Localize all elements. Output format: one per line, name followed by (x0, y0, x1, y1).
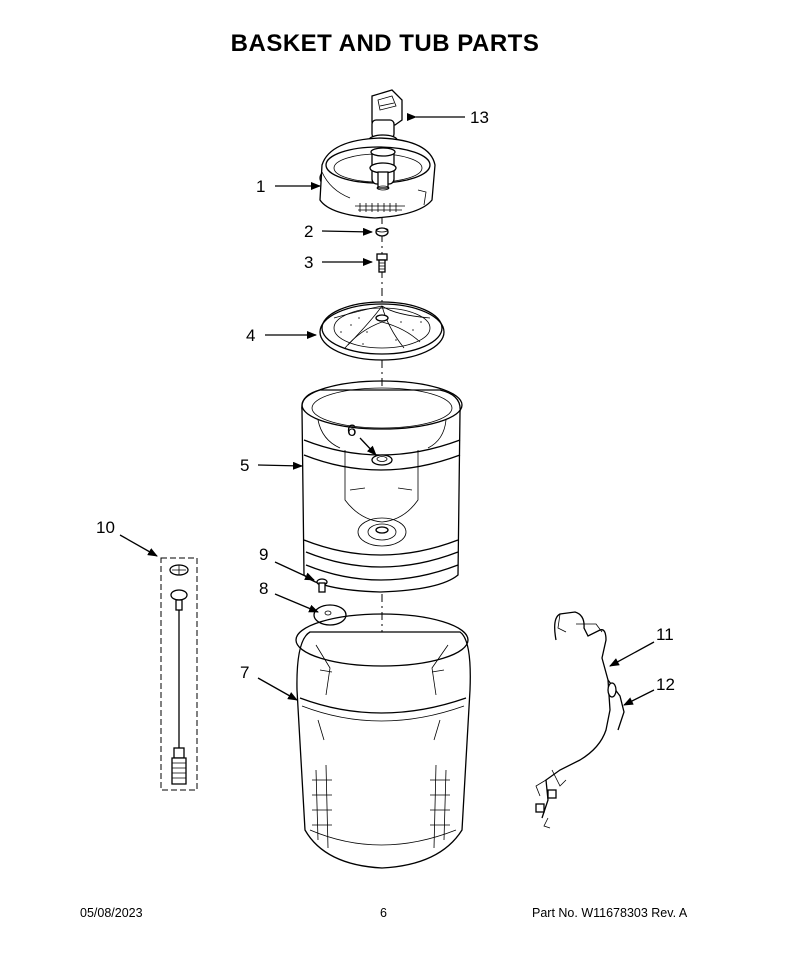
callout-8: 8 (259, 579, 268, 598)
part-1-balance-ring (319, 137, 436, 219)
callout-13: 13 (470, 108, 489, 127)
part-10-suspension-rod (160, 557, 198, 791)
callout-7: 7 (240, 663, 249, 682)
callout-11: 11 (656, 625, 674, 644)
footer-page-number: 6 (380, 906, 387, 920)
part-4-impeller (319, 301, 445, 361)
footer-part-number: Part No. W11678303 Rev. A (532, 906, 688, 920)
callout-6: 6 (347, 421, 356, 440)
callout-5: 5 (240, 456, 249, 475)
part-5-basket (301, 380, 463, 593)
page-title: BASKET AND TUB PARTS (230, 30, 540, 57)
callout-4: 4 (246, 326, 255, 345)
part-2-cap (375, 227, 389, 237)
callout-12: 12 (656, 675, 675, 694)
part-9-screw (316, 578, 328, 593)
callout-9: 9 (259, 545, 268, 564)
part-8-bracket (313, 604, 347, 626)
callout-1: 1 (256, 177, 265, 196)
part-7-outer-tub (295, 613, 471, 869)
footer-date: 05/08/2023 (80, 906, 143, 920)
callout-3: 3 (304, 253, 313, 272)
leader-lines (119, 113, 655, 706)
callout-10: 10 (96, 518, 115, 537)
part-3-bolt (376, 253, 388, 273)
part-6-nut (371, 454, 393, 466)
callout-2: 2 (304, 222, 313, 241)
part-11-12-wire-harness (535, 611, 625, 829)
